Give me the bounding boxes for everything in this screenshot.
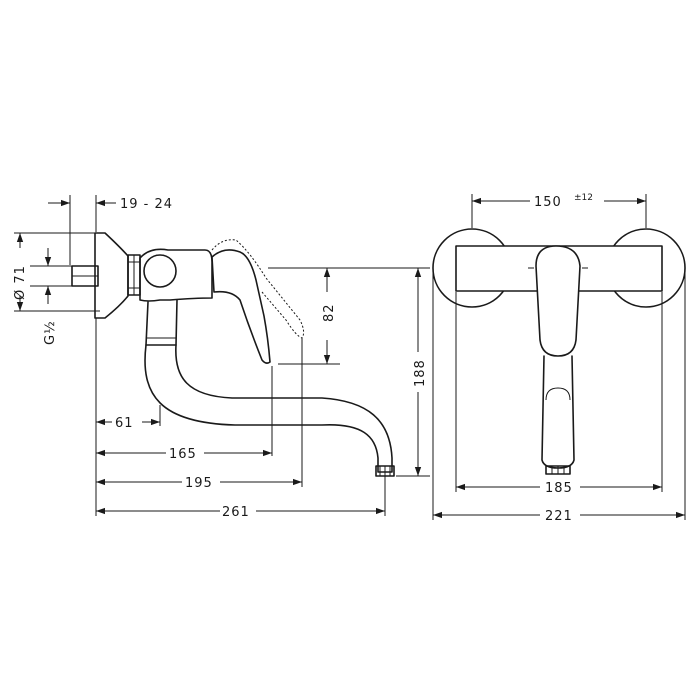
dim-195: 195 [96, 476, 302, 491]
dim-195-label: 195 [185, 476, 213, 491]
dim-188-label: 188 [413, 359, 428, 387]
swivel-spout [144, 344, 393, 473]
wall-rosette [94, 232, 129, 319]
dim-61: 61 [96, 416, 160, 431]
lever-front [535, 245, 581, 357]
dim-thread: G½ [30, 248, 72, 345]
dim-150: 150 ±12 [471, 193, 647, 228]
connector-nut [127, 254, 141, 296]
dim-thread-label: G½ [43, 320, 58, 345]
lever-handle [211, 249, 271, 364]
spout-neck [145, 299, 178, 346]
spout-front [541, 355, 575, 469]
dim-82-label: 82 [322, 303, 337, 322]
dim-19-24-label: 19 - 24 [120, 197, 173, 212]
dim-61-label: 61 [115, 416, 134, 431]
cartridge-circle [143, 254, 177, 288]
dim-150-label: 150 [534, 195, 562, 210]
dim-261-label: 261 [222, 505, 250, 520]
dim-82: 82 [268, 267, 340, 365]
aerator-front [545, 465, 571, 475]
lever-alt-position [211, 239, 305, 339]
dim-165-label: 165 [169, 447, 197, 462]
dim-165: 165 [96, 447, 272, 462]
dim-188: 188 [340, 267, 430, 477]
dim-185-label: 185 [545, 481, 573, 496]
wall-connector [71, 265, 99, 287]
dim-185: 185 [456, 481, 662, 496]
front-view: 150 ±12 185 221 [432, 193, 686, 524]
side-view: 19 - 24 Ø 71 G½ 82 [13, 195, 430, 520]
mixer-body [139, 248, 213, 302]
dim-19-24: 19 - 24 [48, 195, 173, 265]
dim-221: 221 [433, 509, 685, 524]
dim-150-tolerance: ±12 [574, 193, 593, 203]
dim-diameter-71: Ø 71 [13, 232, 100, 312]
dim-221-label: 221 [545, 509, 573, 524]
dim-diameter-71-label: Ø 71 [13, 265, 28, 300]
dim-261: 261 [96, 505, 385, 520]
